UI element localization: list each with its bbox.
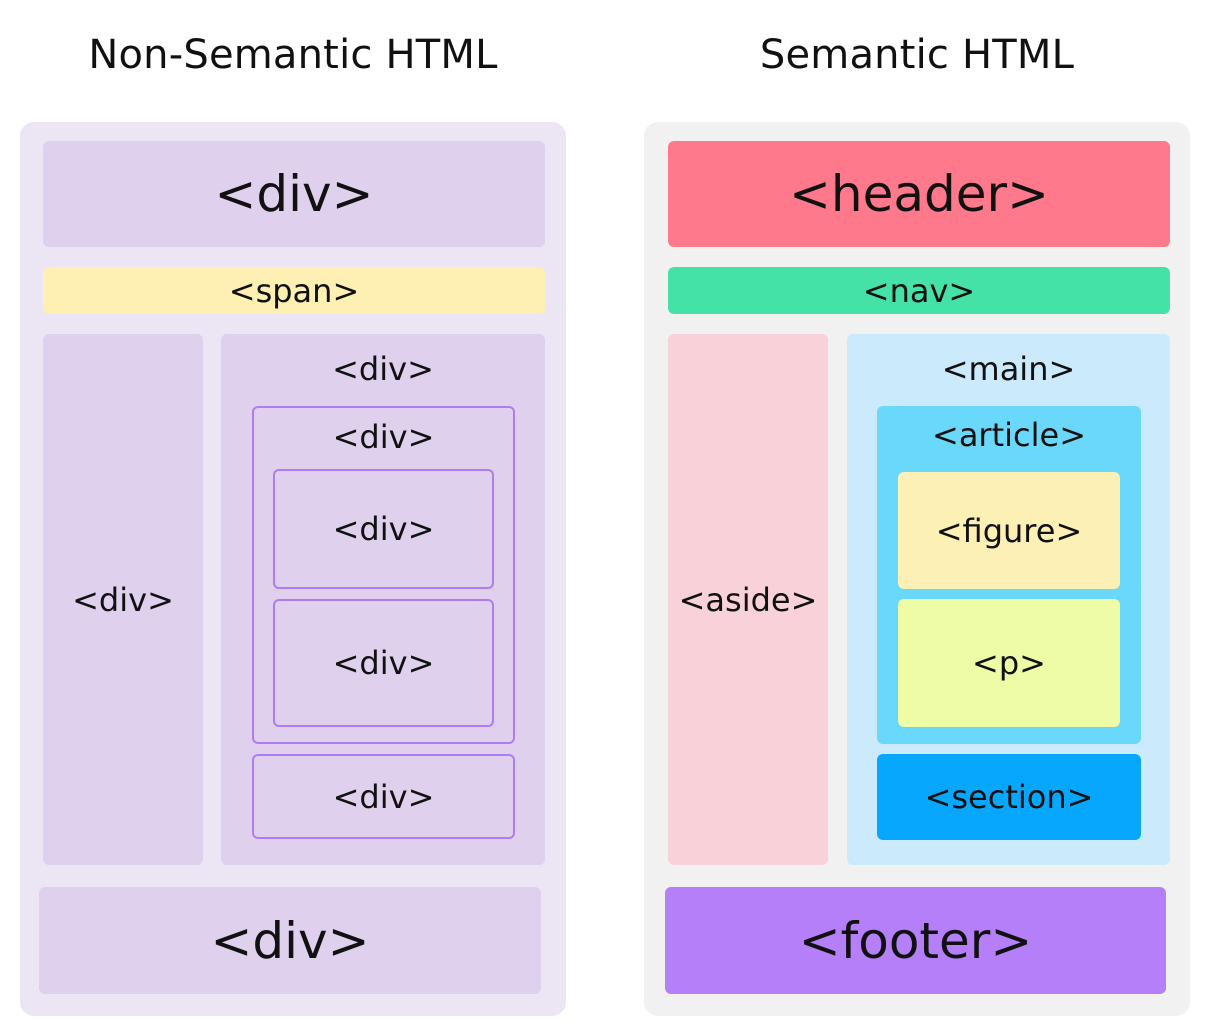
inner-div-b-box: <div> [273,599,494,727]
inner-div-label: <div> [332,418,435,456]
header-box: <header> [668,141,1170,247]
section-box: <section> [877,754,1141,840]
main-div-label: <div> [332,350,434,388]
nav-box: <nav> [668,267,1170,314]
p-box: <p> [898,599,1120,727]
inner-div-box: <div> [252,406,515,744]
footer-div-box: <div> [39,887,541,994]
bottom-inner-div-box: <div> [252,754,515,839]
semantic-panel: <header> <nav> <aside> <main> <article> … [644,122,1190,1016]
non-semantic-title: Non-Semantic HTML [88,32,498,78]
article-label: <article> [932,416,1086,454]
main-label: <main> [941,350,1076,388]
non-semantic-panel: <div> <span> <div> <div> <div> <div> <di… [20,122,566,1016]
inner-div-a-box: <div> [273,469,494,589]
top-div-box: <div> [43,141,545,247]
figure-box: <figure> [898,472,1120,589]
aside-box: <aside> [668,334,828,865]
span-box: <span> [43,267,545,314]
semantic-title: Semantic HTML [759,32,1075,78]
side-div-box: <div> [43,334,203,865]
footer-box: <footer> [665,887,1166,994]
